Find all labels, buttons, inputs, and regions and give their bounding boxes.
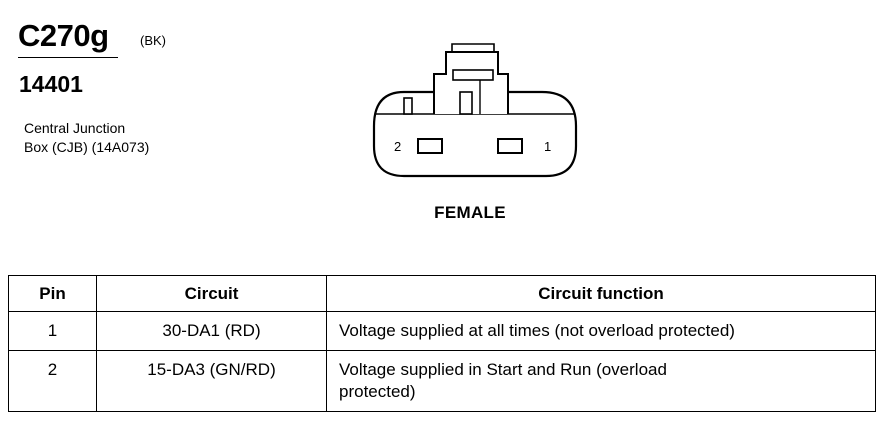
connector-face-diagram: 2 1 (372, 43, 578, 178)
table-row: 2 15-DA3 (GN/RD) Voltage supplied in Sta… (8, 350, 876, 412)
table-row: 1 30-DA1 (RD) Voltage supplied at all ti… (8, 311, 876, 351)
connector-gender-label: FEMALE (434, 203, 506, 222)
connector-location: Central Junction Box (CJB) (14A073) (24, 119, 224, 157)
latch-top-bar (451, 43, 495, 52)
cell-pin: 2 (8, 350, 97, 412)
pin-label-2: 2 (394, 139, 401, 154)
latch-slot (459, 91, 473, 115)
pin-table: Pin Circuit Circuit function 1 30-DA1 (R… (8, 275, 876, 412)
title-underline (18, 57, 118, 58)
latch-outer (433, 51, 509, 114)
cell-function: Voltage supplied at all times (not overl… (326, 311, 876, 351)
table-header-row: Pin Circuit Circuit function (8, 275, 876, 312)
pin-cavity-1 (497, 138, 523, 154)
latch-inner-tab (452, 69, 494, 81)
part-number: 14401 (19, 71, 83, 97)
location-line-1: Central Junction (24, 120, 126, 136)
function-line: protected) (339, 382, 416, 401)
function-line: Voltage supplied at all times (not overl… (339, 321, 735, 340)
header-circuit-function: Circuit function (326, 275, 876, 312)
color-code: (BK) (140, 33, 166, 48)
connector-housing (372, 90, 578, 178)
keyway (403, 97, 413, 115)
cell-circuit: 15-DA3 (GN/RD) (96, 350, 327, 412)
pin-cavity-2 (417, 138, 443, 154)
cell-pin: 1 (8, 311, 97, 351)
function-line: Voltage supplied in Start and Run (overl… (339, 360, 667, 379)
pin-label-1: 1 (544, 139, 551, 154)
header-circuit: Circuit (96, 275, 327, 312)
connector-id: C270g (18, 18, 109, 53)
location-line-2: Box (CJB) (14A073) (24, 139, 150, 155)
cell-function: Voltage supplied in Start and Run (overl… (326, 350, 876, 412)
header-pin: Pin (8, 275, 97, 312)
cell-circuit: 30-DA1 (RD) (96, 311, 327, 351)
